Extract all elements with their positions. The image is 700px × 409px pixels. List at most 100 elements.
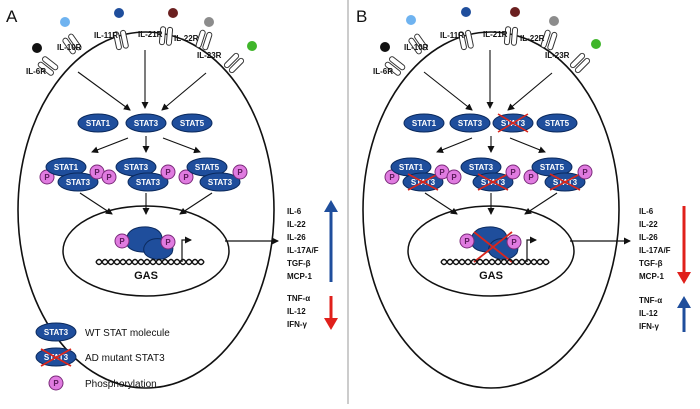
ligand-il6: [32, 43, 42, 53]
label-il22r: IL-22R: [520, 34, 545, 43]
cytokine-label: TNF-α: [639, 296, 662, 305]
phospho-label: P: [94, 168, 100, 177]
cytokine-up-list: TNF-α IL-12 IFN-γ: [639, 296, 662, 331]
stat-label: STAT3: [136, 178, 161, 187]
stat-label: STAT1: [399, 163, 424, 172]
label-il23r: IL-23R: [197, 51, 222, 60]
gas-label: GAS: [479, 270, 503, 282]
receptor-il10r: [62, 33, 82, 55]
legend-phospho-symbol: [48, 375, 64, 391]
receptor-il6r: [384, 56, 406, 76]
cytokine-label: IL-22: [639, 220, 658, 229]
ligand-il21: [168, 8, 178, 18]
cell-membrane: [17, 31, 275, 389]
cytokine-label: IFN-γ: [287, 320, 308, 329]
label-il21r: IL-21R: [483, 30, 508, 39]
receptor-il10r: [408, 33, 428, 55]
phospho-circle: [446, 169, 462, 185]
label-il11r: IL-11R: [94, 31, 118, 40]
stat-oval: [57, 172, 99, 192]
cytokine-label: TGF-β: [639, 259, 663, 268]
legend: STAT3 WT STAT molecule STAT3 AD mutant S…: [35, 322, 170, 391]
phospho-circle: [114, 233, 130, 249]
up-arrow-icon: [677, 296, 691, 308]
phospho-label: P: [510, 168, 516, 177]
cytokine-label: MCP-1: [639, 272, 664, 281]
receptor-il23r: [223, 52, 245, 74]
phospho-label: P: [183, 173, 189, 182]
phospho-label: P: [582, 168, 588, 177]
phospho-label: P: [119, 237, 125, 246]
receptor-il21r: [503, 26, 519, 46]
receptor-il22r: [540, 29, 558, 51]
panel-letter: A: [6, 7, 18, 26]
stat-oval: [125, 113, 167, 133]
stat-label: STAT5: [180, 119, 205, 128]
stat-label: STAT1: [54, 163, 79, 172]
stat-label: STAT3: [66, 178, 91, 187]
legend-phospho-symbol-label: P: [53, 379, 59, 388]
phospho-label: P: [451, 173, 457, 182]
down-arrow-icon: [677, 272, 691, 284]
ligand-il11: [461, 7, 471, 17]
phospho-circle: [178, 169, 194, 185]
stat-label: STAT3: [458, 119, 483, 128]
cytokine-label: IFN-γ: [639, 322, 660, 331]
label-il23r: IL-23R: [545, 51, 570, 60]
ligand-il22: [204, 17, 214, 27]
phospho-label: P: [165, 238, 171, 247]
receptor-il6r: [37, 56, 59, 76]
stat-oval: [536, 113, 578, 133]
stat-label: STAT3: [208, 178, 233, 187]
panel-a: A: [6, 7, 338, 391]
phospho-label: P: [44, 173, 50, 182]
label-il6r: IL-6R: [373, 67, 393, 76]
label-il6r: IL-6R: [26, 67, 46, 76]
cytokine-label: IL-6: [639, 207, 654, 216]
cytokine-label: IL-12: [287, 307, 306, 316]
label-il21r: IL-21R: [138, 30, 163, 39]
receptor-il21r: [158, 26, 174, 46]
panel-letter: B: [356, 7, 367, 26]
ligand-il21: [510, 7, 520, 17]
phospho-circle: [160, 234, 176, 250]
stat-label: STAT3: [469, 163, 494, 172]
receptor-il23r: [569, 52, 591, 74]
legend-phospho-label: Phosphorylation: [85, 379, 157, 390]
cytokine-label: IL-26: [287, 233, 306, 242]
cytokine-label: IL-12: [639, 309, 658, 318]
gas-label: GAS: [134, 270, 158, 282]
ligand-il6: [380, 42, 390, 52]
ligand-il23: [591, 39, 601, 49]
phospho-circle: [523, 169, 539, 185]
stat-label: STAT5: [195, 163, 220, 172]
stat-oval: [127, 172, 169, 192]
phospho-circle: [505, 164, 521, 180]
receptor-il11r: [113, 29, 129, 51]
stat-label: STAT1: [412, 119, 437, 128]
phospho-circle: [506, 234, 522, 250]
cytokine-label: TNF-α: [287, 294, 310, 303]
phospho-circle: [577, 164, 593, 180]
phospho-label: P: [528, 173, 534, 182]
cytokine-down-list: TNF-α IL-12 IFN-γ: [287, 294, 310, 329]
stat-oval: [77, 113, 119, 133]
cell-membrane: [362, 31, 620, 389]
phospho-label: P: [389, 173, 395, 182]
cytokine-label: IL-6: [287, 207, 302, 216]
stat-oval: [199, 172, 241, 192]
cytokine-label: IL-22: [287, 220, 306, 229]
phospho-circle: [160, 164, 176, 180]
stat-oval: [449, 113, 491, 133]
phospho-label: P: [511, 238, 517, 247]
cytokine-down-list: IL-6 IL-22 IL-26 IL-17A/F TGF-β MCP-1: [639, 207, 671, 281]
down-arrow-icon: [324, 318, 338, 330]
legend-mut-label: AD mutant STAT3: [85, 353, 165, 364]
phospho-label: P: [464, 237, 470, 246]
stat-label: STAT5: [545, 119, 570, 128]
stat-label: STAT3: [134, 119, 159, 128]
legend-wt-symbol: [35, 322, 77, 342]
stat-oval: [403, 113, 445, 133]
nucleus: [62, 205, 230, 297]
